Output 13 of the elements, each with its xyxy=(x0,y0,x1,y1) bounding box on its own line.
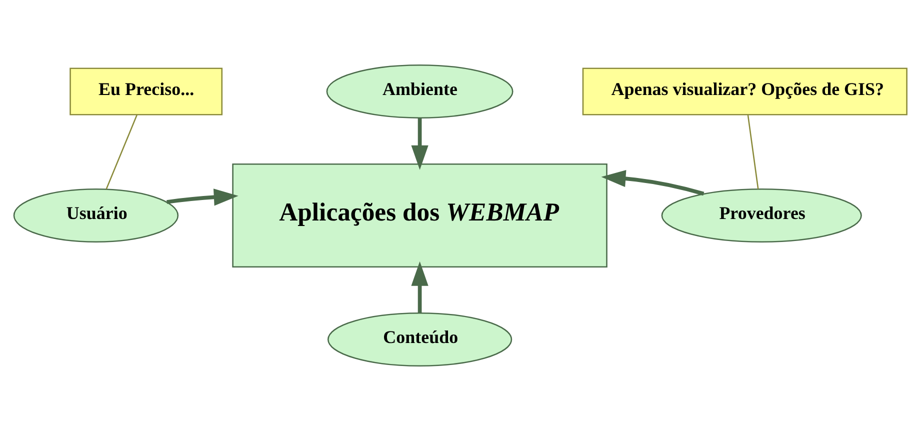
node-box: Eu Preciso... xyxy=(70,67,223,115)
node-ellipse: Conteúdo xyxy=(327,312,512,366)
arrow xyxy=(411,260,428,312)
node-box: Apenas visualizar? Opções de GIS? xyxy=(582,67,908,115)
connector xyxy=(106,114,138,189)
connector xyxy=(747,114,759,189)
arrow xyxy=(411,117,428,170)
node-ellipse: Usuário xyxy=(13,188,179,242)
node-box: Aplicações dos WEBMAP xyxy=(232,162,608,268)
arrow xyxy=(601,169,704,196)
node-ellipse: Ambiente xyxy=(326,64,514,118)
arrow xyxy=(166,188,238,206)
node-ellipse: Provedores xyxy=(661,188,862,242)
